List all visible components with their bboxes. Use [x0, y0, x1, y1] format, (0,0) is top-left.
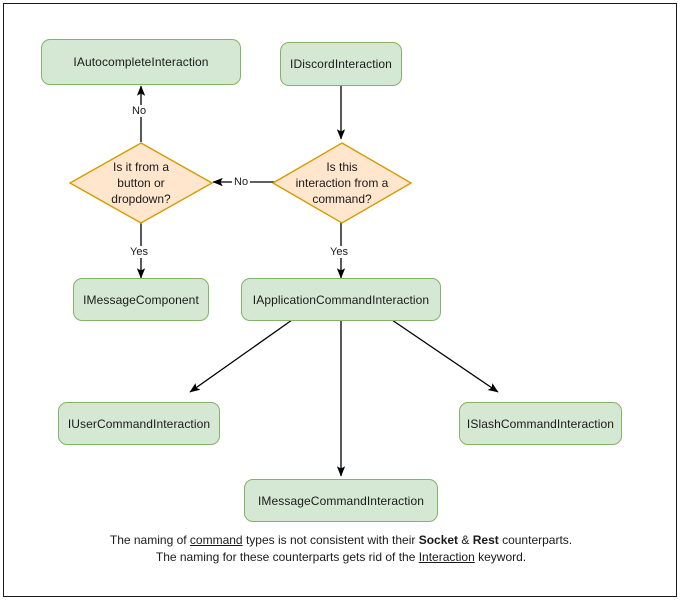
node-message-component[interactable]: IMessageComponent	[73, 278, 209, 321]
edge-label-text: No	[132, 105, 147, 117]
node-label: IAutocompleteInteraction	[73, 55, 209, 69]
node-label: IUserCommandInteraction	[67, 416, 211, 431]
node-label: IApplicationCommandInteraction	[252, 292, 430, 307]
node-label: ISlashCommandInteraction	[466, 416, 615, 431]
diagram-canvas: IAutocompleteInteraction IDiscordInterac…	[4, 4, 678, 598]
caption-underlined-command: command	[189, 533, 243, 547]
edge-label-text: Yes	[130, 246, 148, 258]
node-label: IMessageCommandInteraction	[257, 493, 424, 508]
node-label: Is it from a button or dropdown?	[111, 160, 171, 206]
caption-bold-socket: Socket	[418, 533, 459, 547]
node-discord-interaction[interactable]: IDiscordInteraction	[280, 42, 402, 86]
caption-line-1: The naming of command types is not consi…	[110, 533, 415, 547]
caption-text: types is not consistent with their	[242, 533, 416, 547]
caption-text: counterparts gets rid of the	[272, 550, 419, 564]
caption-line-2: Socket & Rest counterparts. The naming f…	[156, 533, 572, 564]
diagram-page: IAutocompleteInteraction IDiscordInterac…	[3, 3, 677, 597]
caption-text: &	[458, 533, 473, 547]
node-slash-command-interaction[interactable]: ISlashCommandInteraction	[459, 402, 622, 445]
diamond-shape	[69, 142, 213, 224]
node-autocomplete-interaction[interactable]: IAutocompleteInteraction	[41, 39, 241, 85]
node-label: IMessageComponent	[83, 292, 199, 307]
caption-text: The naming of	[109, 533, 190, 547]
edge-label-no-decision: No	[232, 176, 251, 188]
edge-label-yes-messagecomponent: Yes	[128, 246, 150, 258]
node-label: Is this interaction from a command?	[295, 160, 389, 206]
diagram-caption: The naming of command types is not consi…	[104, 532, 578, 566]
edge-label-yes-appcommand: Yes	[328, 246, 350, 258]
caption-line-3: counterparts gets rid of the Interaction…	[273, 550, 527, 564]
node-application-command-interaction[interactable]: IApplicationCommandInteraction	[241, 278, 441, 321]
node-decision-button-or-dropdown[interactable]: Is it from a button or dropdown?	[69, 142, 213, 224]
edge-appcommand-to-slashcommand	[391, 319, 499, 393]
node-user-command-interaction[interactable]: IUserCommandInteraction	[58, 402, 220, 445]
caption-bold-rest: Rest	[472, 533, 499, 547]
edge-appcommand-to-usercommand	[189, 319, 293, 393]
edge-label-no-autocomplete: No	[130, 105, 149, 117]
caption-underlined-interaction: Interaction	[418, 550, 475, 564]
node-message-command-interaction[interactable]: IMessageCommandInteraction	[244, 479, 438, 522]
edge-label-text: Yes	[330, 246, 348, 258]
caption-text: counterparts. The naming for these	[155, 533, 573, 564]
node-decision-from-command[interactable]: Is this interaction from a command?	[272, 142, 412, 224]
node-label: IDiscordInteraction	[290, 57, 392, 71]
caption-text: keyword.	[474, 550, 527, 564]
edge-label-text: No	[234, 176, 249, 188]
diamond-shape	[272, 142, 412, 224]
